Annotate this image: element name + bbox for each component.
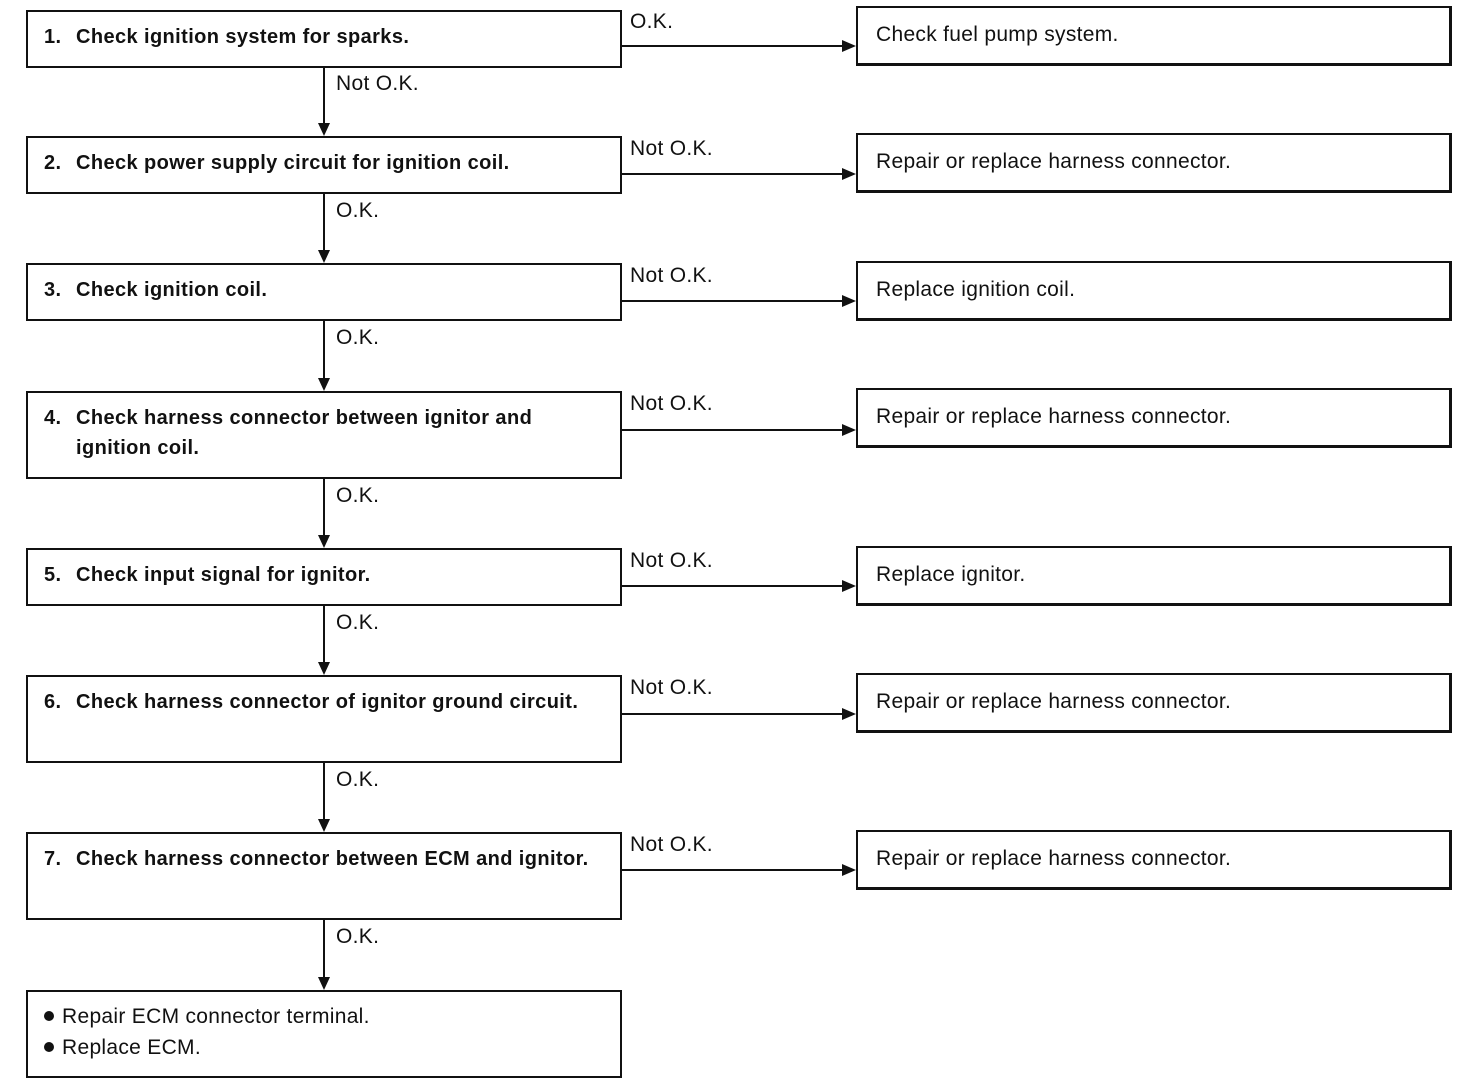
step-text: Check harness connector between ignitor … [76, 407, 533, 459]
result-2-box: Repair or replace harness connector. [856, 133, 1452, 193]
side-label: Not O.K. [630, 549, 713, 572]
down-label: O.K. [336, 611, 380, 634]
result-4-box: Repair or replace harness connector. [856, 388, 1452, 448]
down-arrow-head [318, 378, 330, 391]
down-label: O.K. [336, 199, 380, 222]
result-3-box: Replace ignition coil. [856, 261, 1452, 321]
step-text: Check ignition system for sparks. [76, 26, 410, 48]
result-text: Replace ignition coil. [876, 278, 1076, 301]
step-number: 4. [44, 407, 62, 429]
step-2-box: 2. Check power supply circuit for igniti… [26, 136, 622, 194]
step-7-box: 7. Check harness connector between ECM a… [26, 832, 622, 920]
step-text: Check input signal for ignitor. [76, 564, 371, 586]
side-arrow-head [842, 424, 856, 436]
down-label: O.K. [336, 768, 380, 791]
side-label: Not O.K. [630, 392, 713, 415]
result-text: Check fuel pump system. [876, 23, 1119, 46]
side-arrow-head [842, 864, 856, 876]
step-text: Check harness connector of ignitor groun… [76, 691, 579, 713]
step-number: 5. [44, 564, 62, 586]
side-arrow-head [842, 708, 856, 720]
step-number: 2. [44, 152, 62, 174]
bullet-icon [44, 1011, 54, 1021]
bullet-icon [44, 1042, 54, 1052]
result-text: Repair or replace harness connector. [876, 690, 1232, 713]
step-3-box: 3. Check ignition coil. [26, 263, 622, 321]
step-text: Check power supply circuit for ignition … [76, 152, 510, 174]
step-number: 1. [44, 26, 62, 48]
down-arrow-head [318, 819, 330, 832]
result-text: Repair or replace harness connector. [876, 150, 1232, 173]
step-text: Check ignition coil. [76, 279, 268, 301]
down-arrow-head [318, 250, 330, 263]
result-5-box: Replace ignitor. [856, 546, 1452, 606]
side-arrow-head [842, 580, 856, 592]
down-label: O.K. [336, 484, 380, 507]
step-number: 6. [44, 691, 62, 713]
side-label: Not O.K. [630, 137, 713, 160]
down-arrow-head [318, 977, 330, 990]
down-label: O.K. [336, 925, 380, 948]
side-label: O.K. [630, 10, 674, 33]
step-number: 7. [44, 848, 62, 870]
step-text: Check harness connector between ECM and … [76, 848, 589, 870]
result-text: Repair or replace harness connector. [876, 847, 1232, 870]
final-item: Repair ECM connector terminal. [44, 1005, 370, 1029]
result-text: Replace ignitor. [876, 563, 1026, 586]
final-action-box: Repair ECM connector terminal. Replace E… [26, 990, 622, 1078]
side-arrow-head [842, 168, 856, 180]
down-arrow-head [318, 535, 330, 548]
side-label: Not O.K. [630, 676, 713, 699]
step-4-box: 4. Check harness connector between ignit… [26, 391, 622, 479]
side-label: Not O.K. [630, 264, 713, 287]
side-arrow-head [842, 295, 856, 307]
down-label: O.K. [336, 326, 380, 349]
step-6-box: 6. Check harness connector of ignitor gr… [26, 675, 622, 763]
step-number: 3. [44, 279, 62, 301]
result-6-box: Repair or replace harness connector. [856, 673, 1452, 733]
side-arrow-head [842, 40, 856, 52]
final-item: Replace ECM. [44, 1036, 201, 1060]
step-1-box: 1. Check ignition system for sparks. [26, 10, 622, 68]
down-arrow-head [318, 662, 330, 675]
result-7-box: Repair or replace harness connector. [856, 830, 1452, 890]
result-text: Repair or replace harness connector. [876, 405, 1232, 428]
down-arrow-head [318, 123, 330, 136]
result-1-box: Check fuel pump system. [856, 6, 1452, 66]
down-label: Not O.K. [336, 72, 419, 95]
side-label: Not O.K. [630, 833, 713, 856]
step-5-box: 5. Check input signal for ignitor. [26, 548, 622, 606]
